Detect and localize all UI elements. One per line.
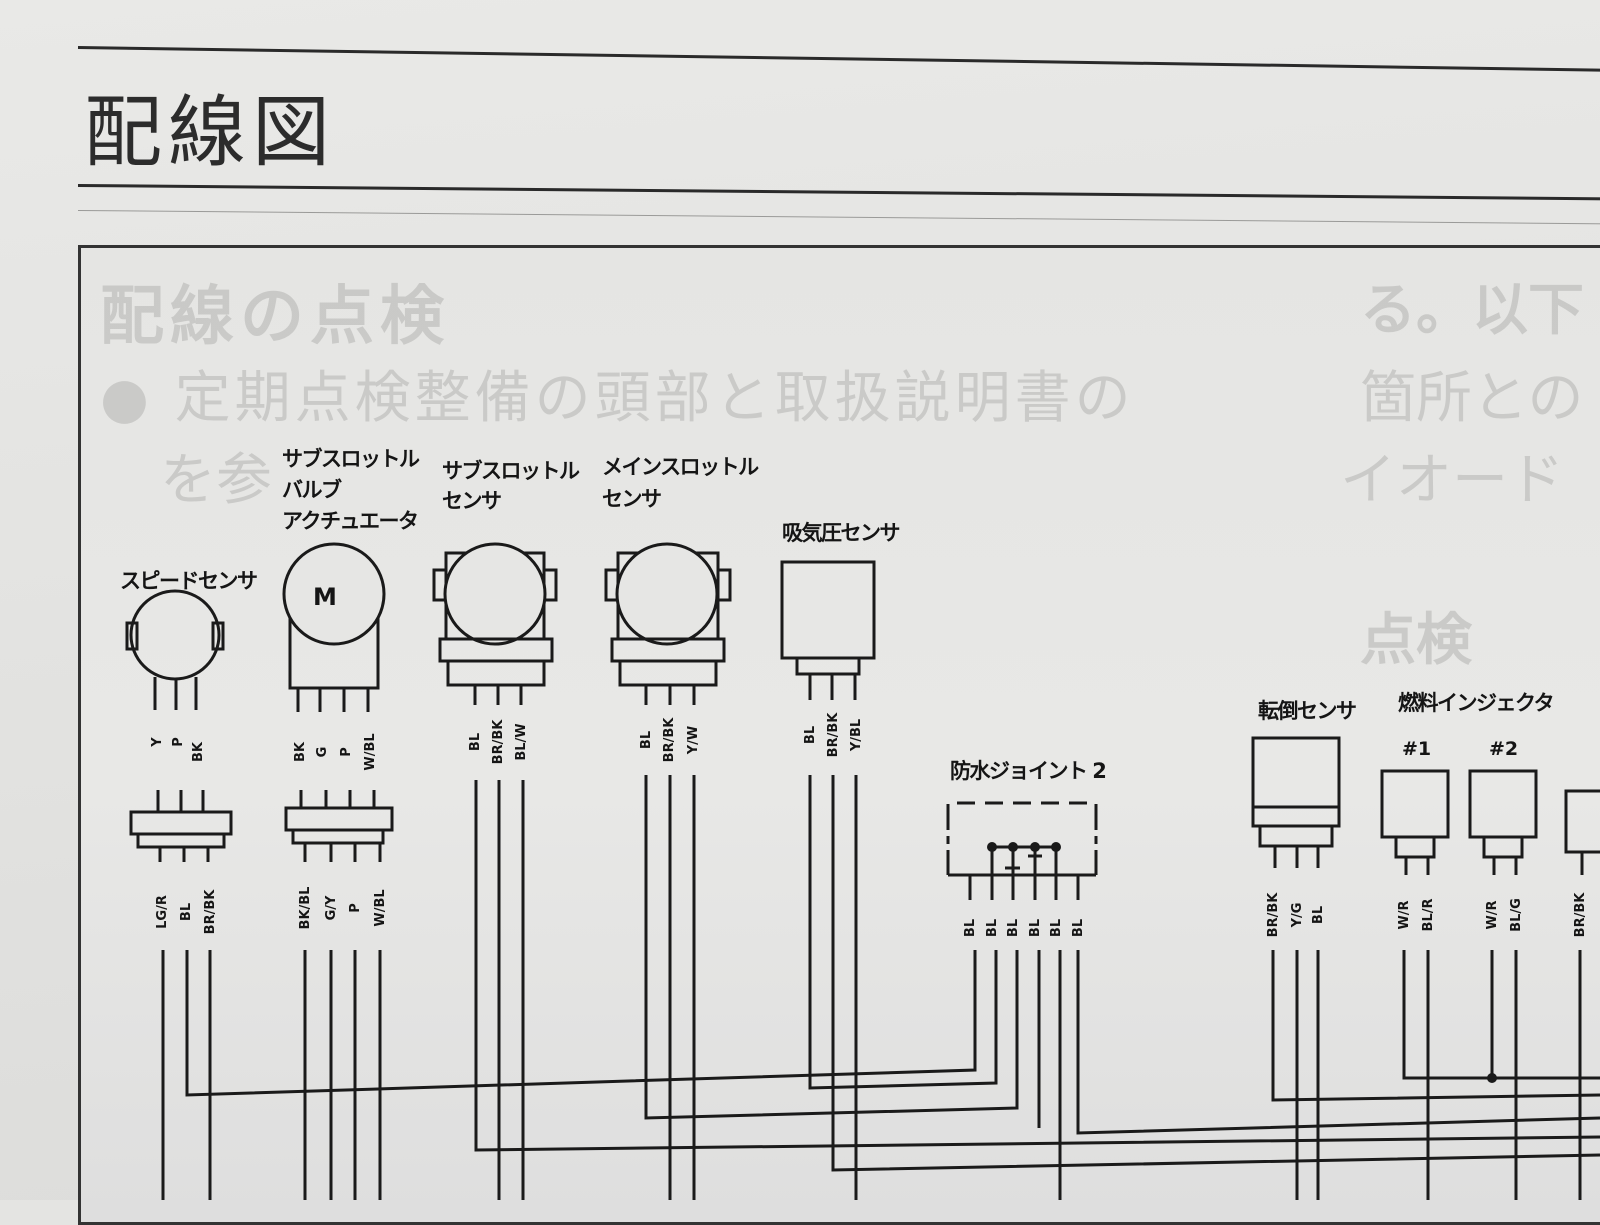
- wire-code: W/R: [1485, 900, 1500, 929]
- splice-dot: [1487, 1073, 1497, 1083]
- label-sub-sensor-line2: センサ: [442, 489, 501, 513]
- label-joint-2: 防水ジョイント 2: [950, 759, 1105, 783]
- wire-code: BL: [639, 731, 654, 749]
- label-fuel-injector: 燃料インジェクタ: [1398, 691, 1553, 715]
- page-title: 配線図: [84, 88, 337, 178]
- wire-code: W/R: [1397, 900, 1412, 929]
- wire-code: BL: [1028, 919, 1043, 937]
- label-main-sensor-line2: センサ: [602, 487, 661, 511]
- waterproof-joint-2: [946, 801, 1098, 900]
- wire-code: Y/W: [686, 726, 701, 756]
- wire-code: BK/BL: [298, 887, 313, 930]
- wire-code: W/BL: [373, 889, 388, 926]
- motor-symbol: M: [313, 583, 337, 611]
- label-tilt-sensor: 転倒センサ: [1258, 699, 1356, 723]
- joint-dots: [987, 842, 1061, 852]
- wire-code: BK: [293, 741, 308, 762]
- wire-code: Y/BL: [849, 719, 864, 752]
- wire-code: Y: [150, 737, 165, 748]
- wire-code: P: [339, 747, 354, 757]
- label-main-sensor-line1: メインスロットル: [602, 455, 759, 479]
- fuel-injector-2: [1468, 769, 1538, 875]
- fuel-injector-1: [1380, 769, 1450, 875]
- wire-code: P: [348, 903, 363, 913]
- label-injector-1: #1: [1402, 738, 1431, 760]
- label-sub-valve-line3: アクチュエータ: [282, 509, 417, 533]
- partial-component-right: [1564, 789, 1600, 875]
- wire-code: BL/W: [514, 723, 529, 760]
- label-speed-sensor: スピードセンサ: [120, 569, 257, 593]
- label-sub-sensor-line1: サブスロットル: [442, 459, 580, 483]
- wire-code: BR/BK: [203, 889, 218, 935]
- intake-pressure-sensor: [780, 560, 876, 700]
- wire-code: BL/G: [1509, 898, 1524, 932]
- wire-code: BL: [1071, 919, 1086, 937]
- wire-code: BL/R: [1421, 899, 1436, 932]
- wire-code: BR/BK: [491, 719, 506, 765]
- wire-code: G/Y: [324, 895, 339, 920]
- sub-throttle-sensor: [432, 542, 558, 705]
- wire-code: BL: [803, 726, 818, 744]
- sub-throttle-valve-actuator: [282, 542, 394, 862]
- tilt-sensor: [1251, 736, 1341, 868]
- wire-code: LG/R: [155, 895, 170, 929]
- wire-code: BL: [1006, 919, 1021, 937]
- wire-code: W/BL: [363, 733, 378, 770]
- wire-code: G: [315, 747, 330, 758]
- main-throttle-sensor: [604, 542, 732, 705]
- wiring-diagram: スピードセンサ サブスロットル バルブ アクチュエータ M サブスロットル セン…: [120, 447, 1600, 1200]
- wire-code: BL: [1311, 906, 1326, 924]
- wire-code: BR/BK: [1266, 892, 1281, 938]
- wire-code: BL: [985, 919, 1000, 937]
- wire-code: BR/BK: [1573, 892, 1588, 938]
- wire-code: BR/BK: [662, 717, 677, 763]
- wire-code: BL: [963, 919, 978, 937]
- wire-code: P: [171, 737, 186, 747]
- label-sub-valve-line2: バルブ: [282, 478, 342, 502]
- label-sub-valve-line1: サブスロットル: [282, 447, 420, 471]
- label-injector-2: #2: [1489, 738, 1518, 760]
- wire-code: BR/BK: [826, 712, 841, 758]
- wire-routes: [161, 775, 1600, 1200]
- wire-code: BL: [179, 903, 194, 921]
- speed-sensor: [125, 589, 233, 862]
- wire-code: BK: [191, 741, 206, 762]
- wire-code: Y/G: [1290, 903, 1305, 929]
- label-intake-sensor: 吸気圧センサ: [782, 521, 899, 545]
- wire-code: BL: [1049, 919, 1064, 937]
- wire-code: BL: [468, 733, 483, 751]
